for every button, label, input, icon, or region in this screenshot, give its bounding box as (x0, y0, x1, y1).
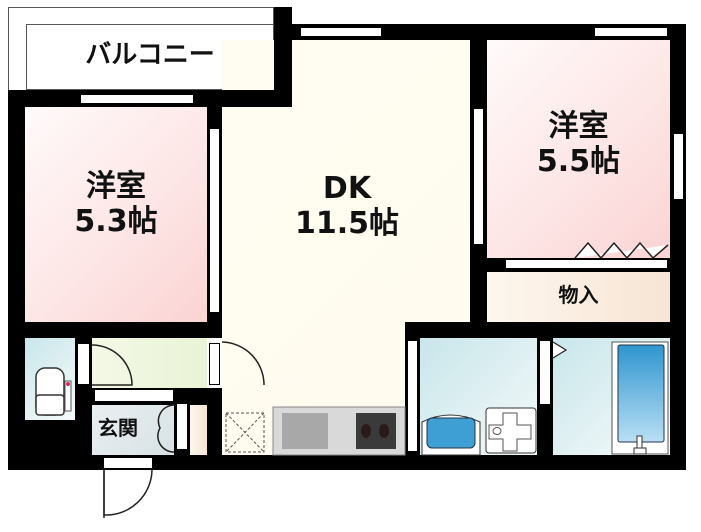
wall-left-room-bottom (8, 322, 222, 338)
balcony: バルコニー (26, 24, 274, 90)
door-swing-dk (221, 341, 265, 386)
kitchen-counter-icon (272, 406, 406, 456)
door-frame-toilet[interactable] (77, 343, 90, 385)
shoe-cabinet (190, 405, 207, 455)
washing-machine-space-icon (485, 407, 537, 454)
wall-balcony-right (274, 7, 292, 107)
western-room-left: 洋室 5.3帖 (25, 107, 207, 322)
western-room-left-label: 洋室 5.3帖 (74, 169, 158, 239)
door-swing-bathroom (552, 341, 568, 359)
closet-folding-doors[interactable] (574, 241, 669, 260)
wall-storage-bottom (405, 322, 686, 338)
door-swing-hall (91, 344, 133, 386)
storage-sliding-door[interactable] (505, 259, 668, 269)
hallway (90, 338, 207, 388)
balcony-label: バルコニー (85, 40, 215, 70)
door-frame-bathroom[interactable] (539, 340, 551, 405)
dining-kitchen-label: DK 11.5帖 (294, 171, 400, 241)
sliding-door-left-room[interactable] (209, 128, 220, 313)
window-right-room-top[interactable] (594, 27, 668, 37)
western-room-right: 洋室 5.5帖 (487, 40, 670, 258)
storage: 物入 (487, 272, 670, 322)
bathtub-icon (611, 341, 669, 455)
storage-label: 物入 (558, 283, 599, 307)
door-frame-washroom[interactable] (407, 340, 418, 452)
western-room-right-label: 洋室 5.5帖 (536, 109, 621, 179)
wall-shoe-right (207, 388, 222, 470)
door-frame-entrance[interactable] (103, 457, 153, 469)
door-frame-shoe[interactable] (176, 403, 188, 450)
window-dk-top[interactable] (300, 27, 382, 37)
window-left-room-top[interactable] (80, 94, 194, 104)
door-swing-entrance (103, 469, 153, 516)
wall-toilet-bottom (8, 420, 92, 470)
wall-left-outer (8, 90, 25, 470)
toilet-icon (35, 367, 72, 416)
sliding-door-right-room[interactable] (473, 108, 484, 245)
window-right-room-side[interactable] (673, 133, 684, 200)
door-frame-hall-dk[interactable] (209, 343, 220, 385)
door-frame-hall-entrance[interactable] (94, 389, 174, 402)
entrance-label: 玄関 (98, 416, 138, 440)
door-swing-shoe (157, 404, 175, 453)
wash-basin-icon (421, 414, 481, 456)
refrigerator-space-icon (225, 412, 265, 453)
